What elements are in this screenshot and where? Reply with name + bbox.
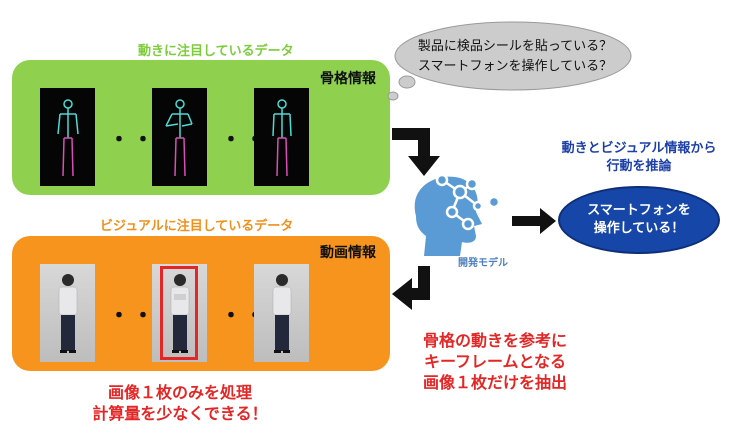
thought-cloud-text: 製品に検品シールを貼っている？ スマートフォンを操作している？ xyxy=(410,37,620,77)
skeleton-frame-1 xyxy=(40,88,95,186)
skeleton-figure-icon xyxy=(272,99,292,177)
inference-line-2: 行動を推論 xyxy=(606,159,672,174)
person-figure-icon xyxy=(58,274,78,353)
video-frame-3 xyxy=(254,264,309,362)
thought-cloud-icon xyxy=(387,21,632,101)
skeleton-data-caption: 動きに注目しているデータ xyxy=(138,44,294,59)
processing-note-line-1: 画像１枚のみを処理 xyxy=(107,383,252,402)
skeleton-panel: 骨格情報 ・・・ ・・・ xyxy=(12,60,390,195)
skeleton-frame-2 xyxy=(152,88,207,186)
person-figure-icon xyxy=(170,274,190,353)
thought-line-1: 製品に検品シールを貼っている？ xyxy=(417,39,613,54)
keyframe-note-line-2: キーフレームとなる xyxy=(423,352,567,371)
arrow-right-icon xyxy=(512,208,556,234)
keyframe-note-line-1: 骨格の動きを参考に xyxy=(422,331,567,350)
visual-data-caption: ビジュアルに注目しているデータ xyxy=(100,219,294,234)
skeleton-frame-3 xyxy=(254,88,309,186)
processing-note: 画像１枚のみを処理 計算量を少なくできる！ xyxy=(60,382,300,424)
video-panel-title: 動画情報 xyxy=(320,245,376,261)
inference-text: 動きとビジュアル情報から 行動を推論 xyxy=(554,140,724,176)
result-ellipse: スマートフォンを 操作している！ xyxy=(558,186,720,254)
skeleton-figure-icon xyxy=(165,99,193,177)
keyframe-note: 骨格の動きを参考に キーフレームとなる 画像１枚だけを抽出 xyxy=(395,330,595,393)
inference-line-1: 動きとビジュアル情報から xyxy=(561,141,717,156)
ai-model-head-icon xyxy=(414,173,501,256)
keyframe-highlight-box xyxy=(160,266,198,360)
video-panel: 動画情報 ・・・ ・・・ xyxy=(12,236,390,371)
thought-line-2: スマートフォンを操作している？ xyxy=(417,59,613,74)
skeleton-figure-icon xyxy=(57,99,79,177)
keyframe-note-line-3: 画像１枚だけを抽出 xyxy=(422,373,567,392)
result-line-1: スマートフォンを xyxy=(587,203,691,218)
model-label: 開発モデル xyxy=(458,258,508,269)
arrow-down-right-icon xyxy=(392,128,440,176)
result-line-2: 操作している！ xyxy=(593,221,685,236)
arrow-up-left-icon xyxy=(392,266,430,310)
video-frame-1 xyxy=(40,264,95,362)
person-figure-icon xyxy=(272,274,292,353)
skeleton-panel-title: 骨格情報 xyxy=(320,71,376,87)
processing-note-line-2: 計算量を少なくできる！ xyxy=(92,404,268,423)
